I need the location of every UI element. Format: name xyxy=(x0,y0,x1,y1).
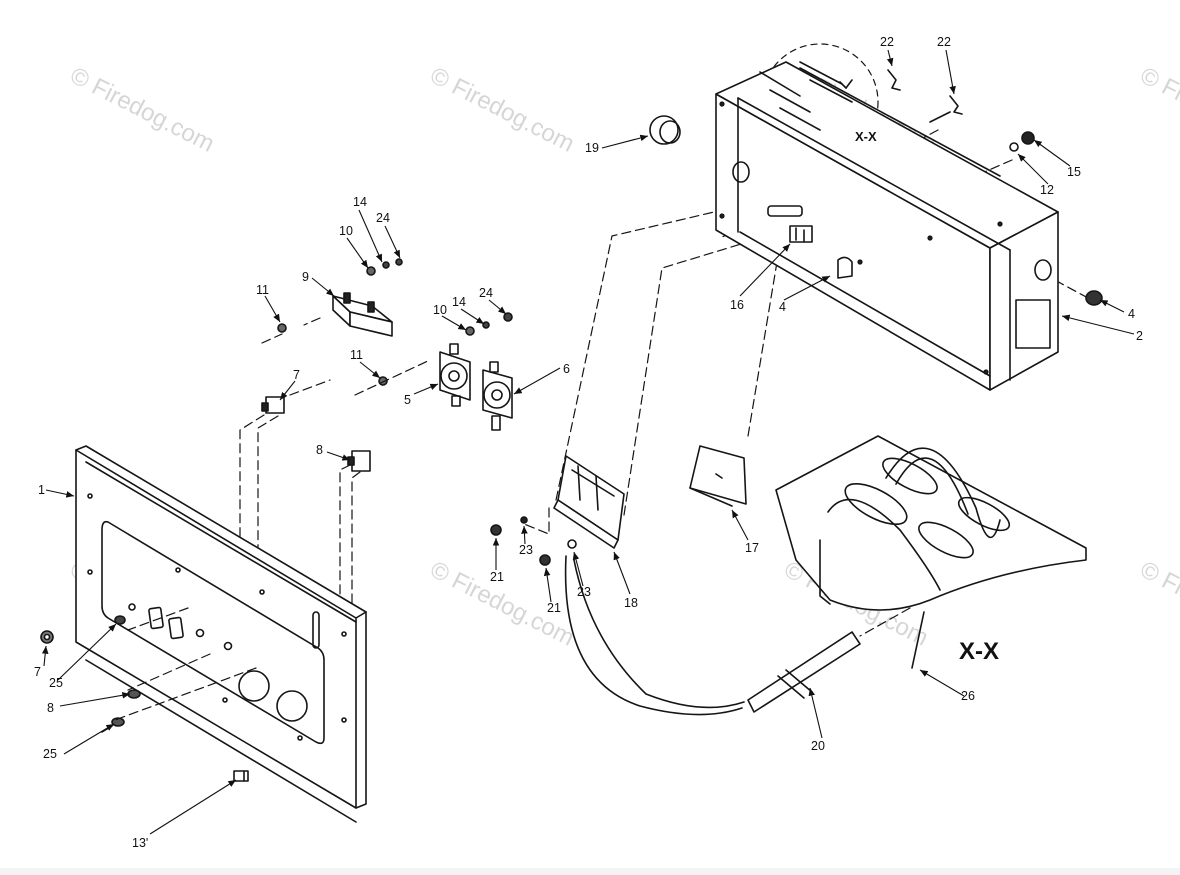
wire-lead xyxy=(564,555,861,716)
callout-22: 22 xyxy=(880,35,894,49)
callout-13: 13' xyxy=(132,836,149,850)
callout-7: 7 xyxy=(293,368,300,382)
callout-24: 24 xyxy=(479,286,493,300)
section-view xyxy=(775,435,1087,669)
control-box xyxy=(715,61,1059,391)
callout-18: 18 xyxy=(624,596,638,610)
callout-5: 5 xyxy=(404,393,411,407)
callout-20: 20 xyxy=(811,739,825,753)
receptacles xyxy=(332,292,513,431)
callout-21: 21 xyxy=(490,570,504,584)
callout-11: 11 xyxy=(350,348,363,362)
callout-4: 4 xyxy=(779,300,786,314)
capacitor xyxy=(689,445,747,507)
control-panel xyxy=(75,445,367,823)
callout-4: 4 xyxy=(1128,307,1135,321)
callout-6: 6 xyxy=(563,362,570,376)
callout-8: 8 xyxy=(47,701,54,715)
callout-16: 16 xyxy=(730,298,744,312)
callout-17: 17 xyxy=(745,541,759,555)
callout-24: 24 xyxy=(376,211,390,225)
callout-23: 23 xyxy=(519,543,533,557)
voltage-regulator xyxy=(490,455,625,566)
callout-26: 26 xyxy=(961,689,975,703)
callout-9: 9 xyxy=(302,270,309,284)
box-hardware xyxy=(649,69,1103,306)
callout-15: 15 xyxy=(1067,165,1081,179)
callout-2: 2 xyxy=(1136,329,1143,343)
callout-21: 21 xyxy=(547,601,561,615)
callout-22: 22 xyxy=(937,35,951,49)
callout-19: 19 xyxy=(585,141,599,155)
callout-10: 10 xyxy=(433,303,447,317)
small-fasteners xyxy=(277,258,513,386)
callout-14: 14 xyxy=(353,195,367,209)
callout-11: 11 xyxy=(256,283,269,297)
callout-1: 1 xyxy=(38,483,45,497)
callout-25: 25 xyxy=(49,676,63,690)
callout-10: 10 xyxy=(339,224,353,238)
section-label-large: X-X xyxy=(959,638,1000,665)
callout-12: 12 xyxy=(1040,183,1054,197)
bottom-border xyxy=(0,868,1180,875)
switches xyxy=(261,396,371,472)
callout-23: 23 xyxy=(577,585,591,599)
section-label-small: X-X xyxy=(855,129,877,144)
callout-25: 25 xyxy=(43,747,57,761)
callout-8: 8 xyxy=(316,443,323,457)
callout-14: 14 xyxy=(452,295,466,309)
callout-7: 7 xyxy=(34,665,41,679)
